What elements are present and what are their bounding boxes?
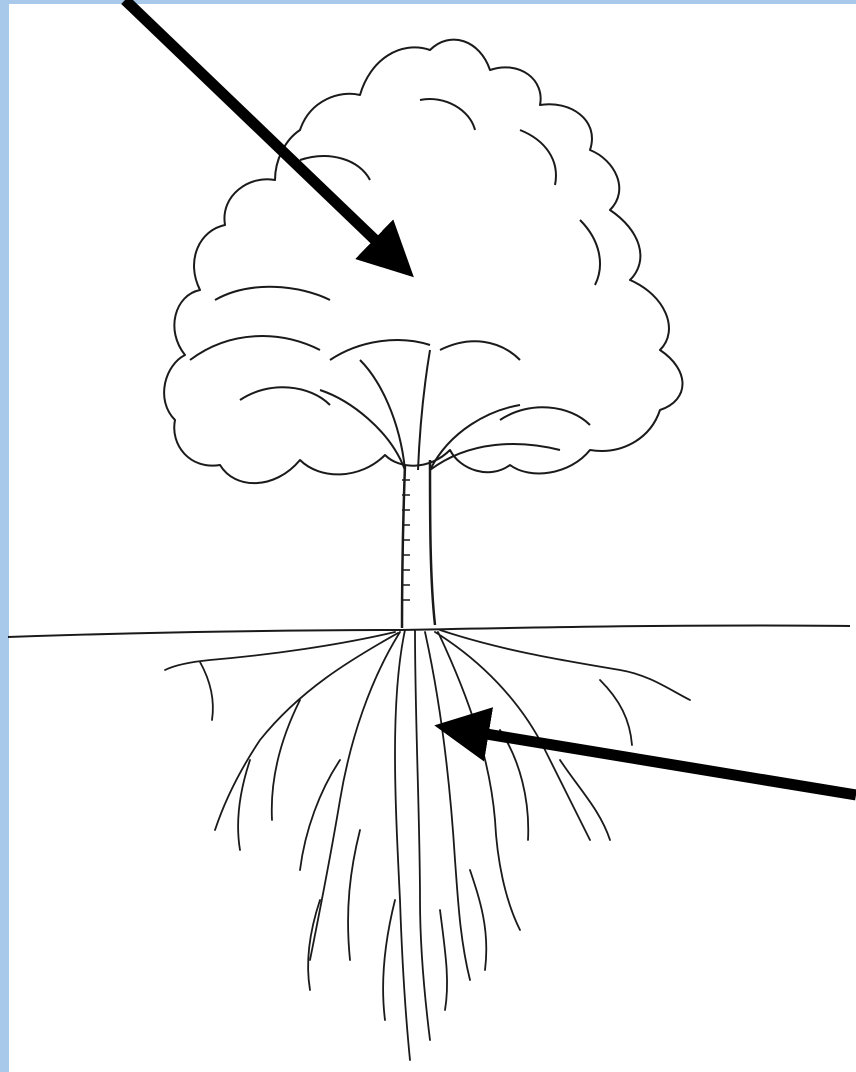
tree-trunk [402,460,435,628]
canopy-arrow [125,0,398,262]
root-system [165,630,690,1060]
ground-line [8,625,850,637]
